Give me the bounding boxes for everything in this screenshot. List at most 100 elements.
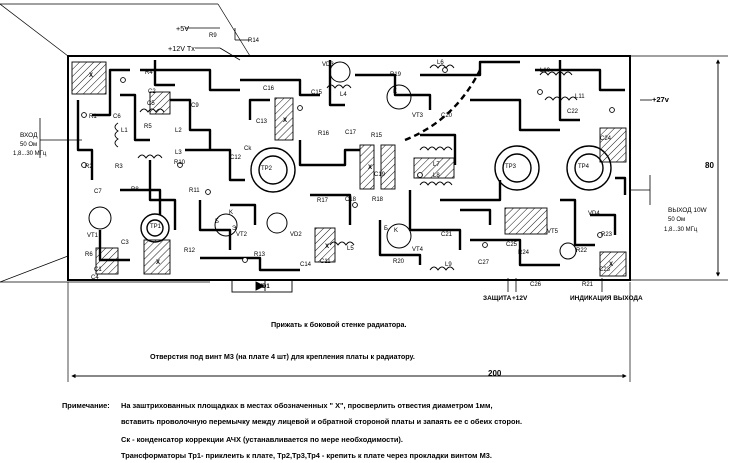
notes-line-3: Ск - конденсатор коррекции АЧХ (устанавл… [121, 435, 403, 444]
label-vt1: VT1 [87, 233, 99, 239]
notes-line-2: вставить проволочную перемычку между лиц… [121, 417, 522, 426]
pin-x-4: X [609, 262, 614, 268]
label-r22: R22 [576, 248, 588, 254]
radiator-outline [0, 3, 251, 283]
label-c20: C20 [441, 113, 453, 119]
label-c18: C18 [345, 197, 357, 203]
dimension-height: 80 [705, 161, 714, 170]
label-c11: C11 [320, 259, 331, 265]
label-r24: R24 [518, 250, 530, 256]
pin-x-5: X [283, 118, 288, 124]
label-r21: R21 [582, 282, 594, 288]
label-c6: C6 [113, 114, 121, 120]
label-l9: L9 [445, 262, 452, 268]
label-r1: R1 [89, 114, 97, 120]
label-r2: R2 [85, 164, 93, 170]
label-c2: C2 [148, 89, 156, 95]
label-vd1: VD1 [258, 284, 270, 290]
label-r4: R4 [145, 70, 153, 76]
label-tp1: TP1 [150, 224, 162, 230]
coils [114, 64, 578, 271]
pin-x-2: X [156, 260, 161, 266]
label-r10: R10 [174, 160, 186, 166]
pads [81, 67, 615, 263]
dimension-lines [67, 55, 728, 382]
input-title: ВХОД [20, 132, 38, 139]
pin-x-3: X [325, 244, 330, 250]
label-r6: R6 [85, 252, 93, 258]
traces [76, 60, 627, 272]
notes-title: Примечание: [62, 401, 110, 410]
label-r3: R3 [115, 164, 123, 170]
label-r11: R11 [189, 188, 200, 194]
caption-radiator-press: Прижать к боковой стенке радиатора. [271, 320, 407, 329]
label-l7: L7 [433, 162, 440, 168]
power-label-5v: +5V [176, 24, 189, 33]
notes-line-1: На заштрихованных площадках в местах обо… [121, 401, 493, 410]
label-l3: L3 [175, 150, 182, 156]
label-c7: C7 [94, 189, 102, 195]
pin-x-1: X [89, 73, 94, 79]
label-vt4: VT4 [412, 247, 424, 253]
label-c26: C26 [530, 282, 542, 288]
label-r18: R18 [372, 197, 384, 203]
label-l10: L10 [540, 68, 551, 74]
label-c4: C4 [91, 275, 99, 281]
label-r19: R19 [390, 72, 402, 78]
output-impedance: 50 Ом [668, 217, 686, 223]
transformers [140, 145, 612, 243]
wires [39, 27, 652, 292]
input-frequency: 1,8...30 МГц [13, 151, 47, 157]
pin-k-vt2: K [229, 210, 234, 216]
label-c14: C14 [300, 262, 312, 268]
label-c15: C15 [311, 90, 323, 96]
label-r23: R23 [601, 232, 613, 238]
pin-b-vt2: Б [215, 219, 219, 225]
label-c5: C5 [147, 101, 155, 107]
label-r8: R8 [131, 187, 139, 193]
label-r12: R12 [184, 248, 196, 254]
label-vd4: VD4 [588, 211, 600, 217]
label-c23: C23 [599, 267, 611, 273]
power-label-12v-tx: +12V Tx [168, 44, 195, 53]
dimension-width: 200 [488, 369, 502, 378]
label-c21: C21 [441, 232, 453, 238]
label-output-indication: ИНДИКАЦИЯ ВЫХОДА [570, 295, 643, 302]
label-ck: Ck [244, 146, 252, 152]
label-vt3: VT3 [412, 113, 424, 119]
label-c16: C16 [263, 86, 275, 92]
transistors [88, 61, 577, 260]
label-c12: C12 [230, 155, 242, 161]
pin-e-vt2: Э [232, 226, 237, 232]
label-c19: C19 [374, 172, 386, 178]
pin-k-vt3: K [393, 89, 398, 95]
pin-x-6: X [368, 165, 373, 171]
label-c3: C3 [121, 240, 129, 246]
label-vt5: VT5 [547, 229, 559, 235]
pin-k-vt4: K [394, 228, 399, 234]
label-r14: R14 [248, 38, 260, 44]
label-l6: L6 [437, 60, 444, 66]
label-r9: R9 [209, 33, 217, 39]
notes-line-4: Трансформаторы Тр1- приклеить к плате, Т… [121, 451, 492, 460]
board-outline [67, 55, 631, 281]
dashed-link [404, 69, 482, 142]
label-r15: R15 [371, 133, 383, 139]
caption-mounting-holes: Отверстия под винт М3 (на плате 4 шт) дл… [150, 352, 415, 361]
label-c22: C22 [567, 109, 579, 115]
label-vt2: VT2 [236, 232, 248, 238]
label-c9: C9 [191, 103, 199, 109]
label-c27: C27 [478, 260, 490, 266]
output-frequency: 1,8...30 МГц [664, 227, 698, 233]
label-l8: L8 [433, 173, 440, 179]
label-l1: L1 [121, 128, 128, 134]
label-l4: L4 [340, 92, 347, 98]
label-c13: C13 [256, 119, 268, 125]
label-c1: C1 [94, 267, 102, 273]
pin-b-vt4: Б [384, 226, 388, 232]
label-tp3: TP3 [505, 164, 517, 170]
label-vd2: VD2 [290, 232, 302, 238]
label-c25: C25 [506, 242, 518, 248]
label-vd3: VD3 [322, 62, 334, 68]
output-title: ВЫХОД 10W [668, 207, 707, 214]
